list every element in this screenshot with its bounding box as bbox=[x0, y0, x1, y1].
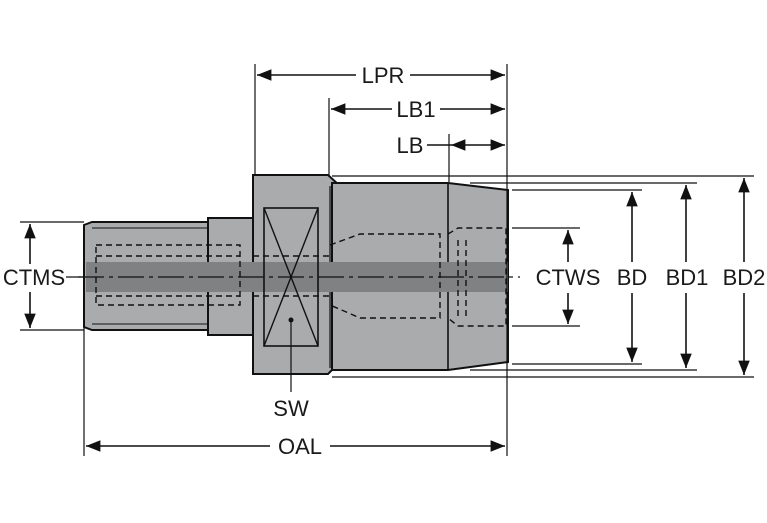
label-bd1: BD1 bbox=[666, 265, 709, 290]
label-lpr: LPR bbox=[362, 63, 405, 88]
part-body bbox=[83, 174, 509, 375]
label-sw: SW bbox=[273, 396, 309, 421]
label-lb1: LB1 bbox=[396, 97, 435, 122]
label-bd: BD bbox=[617, 265, 648, 290]
label-ctms: CTMS bbox=[3, 265, 65, 290]
label-oal: OAL bbox=[278, 434, 322, 459]
label-lb: LB bbox=[397, 133, 424, 158]
label-ctws: CTWS bbox=[536, 265, 601, 290]
main-hidden-bore bbox=[329, 233, 441, 319]
dimension-lines bbox=[24, 69, 750, 452]
shank-hidden-bore bbox=[95, 244, 241, 306]
label-bd2: BD2 bbox=[723, 265, 766, 290]
extension-lines bbox=[20, 64, 754, 456]
dimension-labels: LPR LB1 LB CTMS CTWS BD BD1 BD2 SW OAL bbox=[3, 63, 766, 459]
